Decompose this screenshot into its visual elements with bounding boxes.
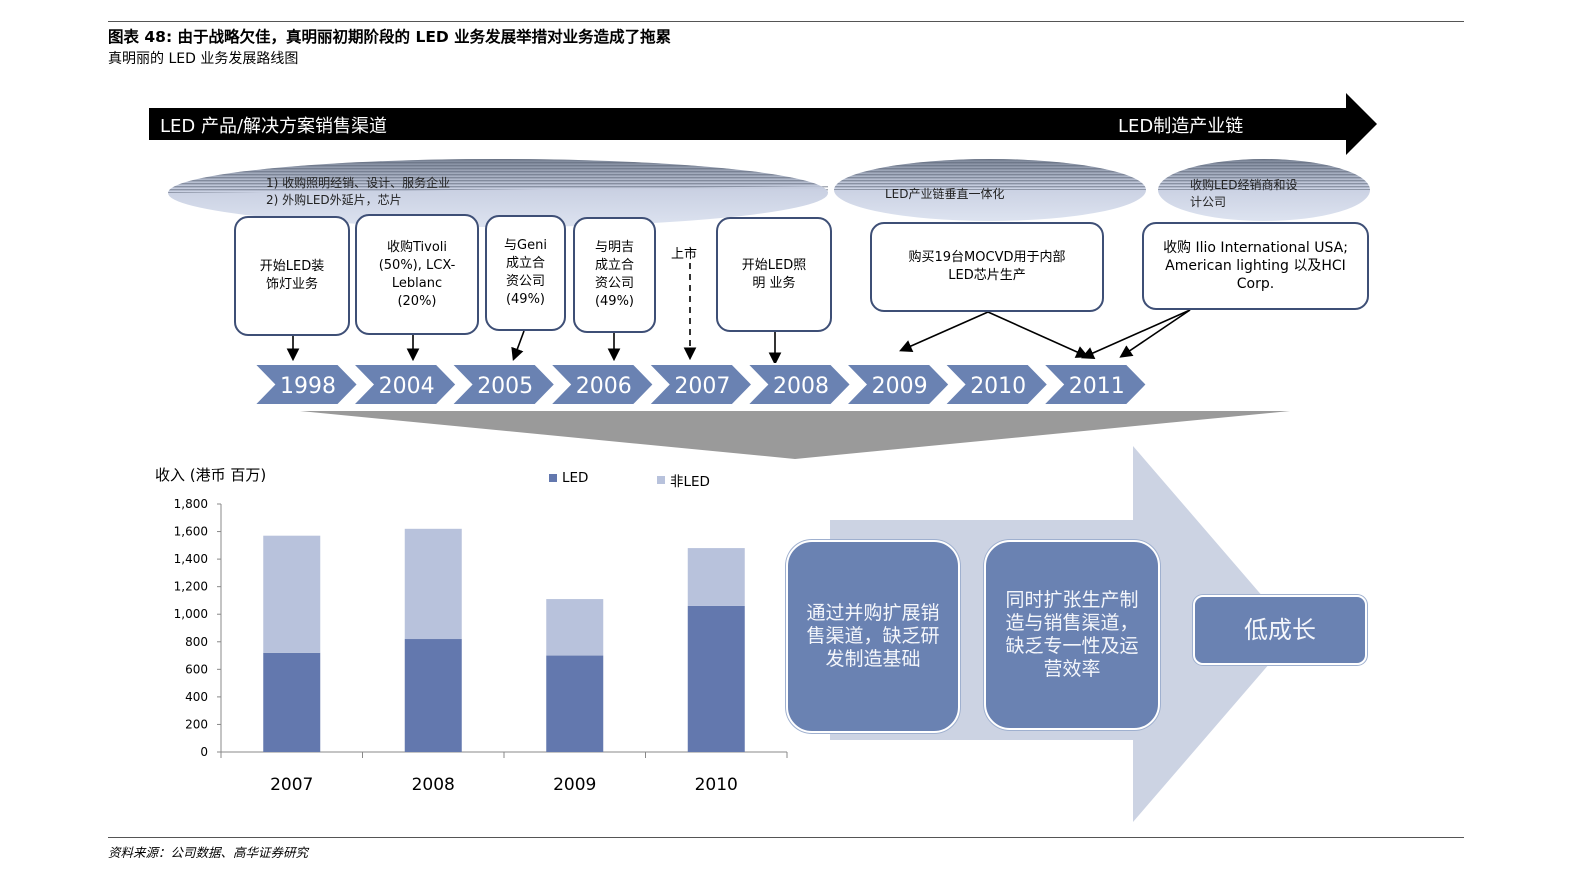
figure-subtitle: 真明丽的 LED 业务发展路线图	[108, 51, 299, 67]
x-tick-label-2007: 2007	[270, 775, 313, 795]
bar-led-2007	[263, 652, 321, 752]
chart-y-label: 收入 (港币 百万)	[155, 466, 267, 484]
timeline-chevron-2005	[448, 363, 557, 406]
revenue-chart: 0 200 400 600 800 1,000 1,200 1,400 1,600 1,800 20…	[174, 497, 788, 795]
y-tick-label: 1,600	[174, 525, 208, 539]
legend-led-swatch	[549, 474, 557, 482]
bar-led-2010	[687, 605, 745, 752]
y-tick-label: 1,800	[174, 497, 208, 511]
legend-led-label: LED	[562, 470, 589, 486]
bar-non-led-2009	[546, 599, 604, 656]
top-rule	[108, 21, 1464, 22]
y-tick-label: 200	[185, 717, 208, 731]
x-tick-label-2008: 2008	[412, 775, 455, 795]
band-2-label: LED产业链垂直一体化	[885, 186, 1005, 203]
bar-non-led-2008	[404, 528, 462, 640]
y-tick-label: 1,400	[174, 552, 208, 566]
timeline-chevron-2009	[843, 363, 951, 406]
timeline-year-2007: 2007	[674, 374, 730, 399]
timeline-chevron-2004	[350, 363, 458, 406]
bar-non-led-2007	[263, 535, 321, 653]
process-step-1: 通过并购扩展销 售渠道，缺乏研 发制造基础	[786, 540, 960, 733]
legend-led: LED	[549, 470, 588, 486]
timeline-chevron-1998	[251, 363, 360, 406]
y-tick-label: 400	[185, 690, 208, 704]
event-label-2007: 上市	[671, 247, 698, 262]
band-3-label: 收购LED经销商和设 计公司	[1190, 177, 1298, 211]
band-2-line-1: LED产业链垂直一体化	[885, 187, 1005, 201]
bar-led-2009	[546, 655, 604, 752]
x-tick-label-2009: 2009	[553, 775, 596, 795]
event-connectors	[286, 263, 1191, 366]
event-box-2011: 收购 Ilio International USA; American ligh…	[1142, 222, 1369, 310]
channel-arrow-left-label: LED 产品/解决方案销售渠道	[160, 116, 388, 137]
band-3-line-1: 收购LED经销商和设	[1190, 178, 1298, 192]
timeline: 1998 2004 2005 2006 2007 2008 2009 2010 2011	[251, 363, 1149, 406]
timeline-chevron-2008	[744, 363, 853, 406]
timeline-year-2008: 2008	[773, 374, 829, 399]
y-tick-label: 800	[185, 635, 208, 649]
channel-arrow	[149, 93, 1377, 155]
event-box-2004: 收购Tivoli (50%), LCX- Leblanc (20%)	[355, 214, 479, 335]
funnel-shape	[300, 411, 1290, 459]
bar-non-led-2010	[687, 548, 745, 606]
process-result: 低成长	[1193, 595, 1367, 665]
timeline-chevron-2006	[547, 363, 656, 406]
y-tick-label: 1,000	[174, 607, 208, 621]
timeline-year-2009: 2009	[872, 374, 928, 399]
band-1-line-1: 1) 收购照明经销、设计、服务企业	[266, 176, 451, 190]
band-1-label: 1) 收购照明经销、设计、服务企业 2) 外购LED外延片，芯片	[266, 175, 450, 209]
legend-non-led: 非LED	[657, 470, 710, 490]
figure-title: 图表 48: 由于战略欠佳，真明丽初期阶段的 LED 业务发展举措对业务造成了拖…	[108, 28, 672, 46]
event-box-2005: 与Geni 成立合 资公司 (49%)	[485, 215, 566, 331]
legend-non-led-swatch	[657, 476, 665, 484]
timeline-year-2006: 2006	[576, 374, 632, 399]
event-box-1998: 开始LED装 饰灯业务	[234, 216, 350, 336]
timeline-year-1998: 1998	[280, 374, 336, 399]
timeline-chevron-2007	[646, 363, 754, 406]
band-2	[834, 159, 1146, 221]
timeline-year-2004: 2004	[379, 374, 435, 399]
band-3-line-2: 计公司	[1190, 195, 1227, 209]
bar-led-2008	[404, 639, 462, 752]
timeline-chevron-2011	[1040, 363, 1149, 406]
timeline-year-2010: 2010	[970, 374, 1026, 399]
x-tick-label-2010: 2010	[695, 775, 738, 795]
event-box-2008: 开始LED照 明 业务	[716, 217, 832, 332]
event-box-2009: 购买19台MOCVD用于内部 LED芯片生产	[870, 222, 1104, 312]
timeline-year-2005: 2005	[477, 374, 533, 399]
event-box-2006: 与明吉 成立合 资公司 (49%)	[573, 217, 656, 333]
channel-arrow-right-label: LED制造产业链	[1118, 116, 1244, 137]
y-tick-label: 600	[185, 662, 208, 676]
y-tick-label: 0	[200, 745, 208, 759]
process-step-2: 同时扩张生产制 造与销售渠道， 缺乏专一性及运 营效率	[984, 540, 1160, 730]
band-3	[1158, 159, 1370, 221]
bottom-rule	[108, 837, 1464, 838]
legend-non-led-label: 非LED	[670, 474, 710, 490]
source-note: 资料来源：公司数据、高华证券研究	[108, 845, 309, 860]
timeline-chevron-2010	[941, 363, 1050, 406]
band-1	[168, 159, 828, 227]
band-1-line-2: 2) 外购LED外延片，芯片	[266, 193, 402, 207]
y-tick-label: 1,200	[174, 580, 208, 594]
timeline-year-2011: 2011	[1069, 374, 1125, 399]
